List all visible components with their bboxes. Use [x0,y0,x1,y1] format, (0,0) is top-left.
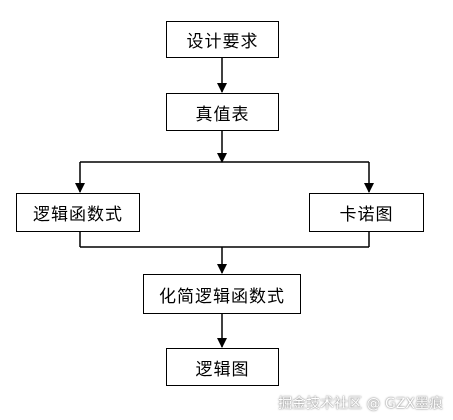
node-design-requirements: 设计要求 [166,21,279,58]
watermark: 掘金技术社区 @ GZX墨痕 [278,396,443,412]
node-logic-function: 逻辑函数式 [16,193,140,232]
node-simplified-function: 化简逻辑函数式 [143,274,301,314]
node-karnaugh-map: 卡诺图 [309,193,424,232]
node-logic-diagram: 逻辑图 [166,348,279,386]
node-truth-table: 真值表 [166,93,279,131]
